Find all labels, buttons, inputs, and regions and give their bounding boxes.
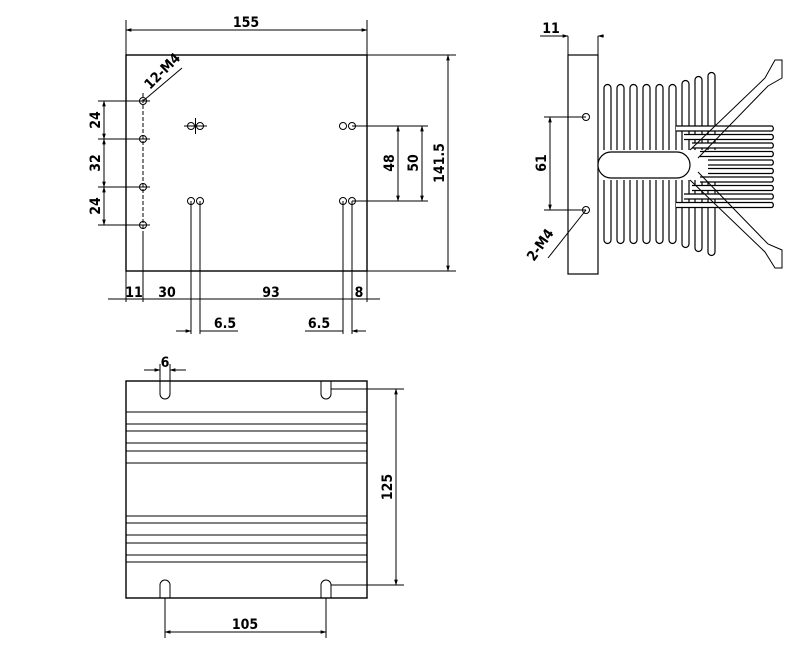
fin	[692, 184, 774, 192]
side-oval-slot	[597, 151, 691, 179]
fin	[603, 83, 612, 150]
side-view: 11 61 2-M4	[524, 21, 783, 275]
bottom-view: 6 125 105	[125, 355, 404, 638]
dim-v-mid: 32	[88, 154, 104, 172]
fin	[692, 142, 774, 149]
dim-slot-left: 6.5	[214, 316, 236, 332]
dim-hole-pitch: 61	[534, 154, 550, 172]
bottom-view-outline	[125, 380, 368, 599]
fin	[700, 150, 774, 158]
fin	[655, 83, 664, 150]
fin	[676, 125, 774, 132]
dim-11: 11	[125, 285, 143, 301]
bottom-slot	[320, 381, 332, 400]
fin	[681, 180, 690, 249]
fin	[616, 180, 625, 245]
dim-v-top: 24	[88, 111, 104, 129]
dim-overall-width: 155	[233, 15, 259, 31]
dim-48: 48	[382, 154, 398, 172]
dim-93: 93	[262, 285, 280, 301]
fin	[694, 75, 703, 150]
side-base	[567, 54, 599, 275]
fin	[668, 83, 677, 150]
left-holes	[98, 93, 150, 302]
fin	[681, 79, 690, 150]
dim-8: 8	[355, 285, 364, 301]
fin	[655, 180, 664, 245]
fin	[676, 201, 774, 209]
fin	[684, 133, 774, 141]
inner-holes	[184, 118, 356, 205]
dim-slot-right: 6.5	[308, 316, 330, 332]
fin	[668, 180, 677, 245]
side-fins	[603, 71, 716, 150]
fin	[603, 180, 612, 245]
side-arm-top	[689, 59, 783, 159]
bottom-slot	[159, 579, 171, 598]
fin	[707, 180, 716, 257]
top-view-outline	[125, 54, 368, 272]
side-hole-callout: 2-M4	[524, 226, 557, 264]
bottom-fin-lines	[126, 411, 367, 563]
dim-30: 30	[158, 285, 176, 301]
top-view: 155 141.5 24 32 24 12-M4	[88, 15, 456, 334]
dim-overall-height: 141.5	[432, 143, 448, 183]
fin	[642, 180, 651, 245]
dim-bottom-height: 125	[380, 474, 396, 500]
fin	[642, 83, 651, 150]
bottom-slot	[320, 579, 332, 598]
dim-50: 50	[406, 154, 422, 172]
fin	[700, 176, 774, 183]
bottom-slot	[159, 381, 171, 400]
dim-base-thickness: 11	[542, 21, 560, 37]
side-arm-bottom	[689, 171, 783, 269]
dim-v-bottom: 24	[88, 197, 104, 215]
dim-bottom-slot: 6	[161, 355, 170, 371]
fin	[629, 83, 638, 150]
fin	[708, 159, 774, 166]
fin	[708, 167, 774, 175]
fin	[616, 83, 625, 150]
fin	[684, 193, 774, 200]
fin	[629, 180, 638, 245]
side-fins-bottom	[603, 180, 716, 257]
dim-bottom-pitch: 105	[232, 617, 258, 633]
side-fins-right	[676, 125, 774, 209]
